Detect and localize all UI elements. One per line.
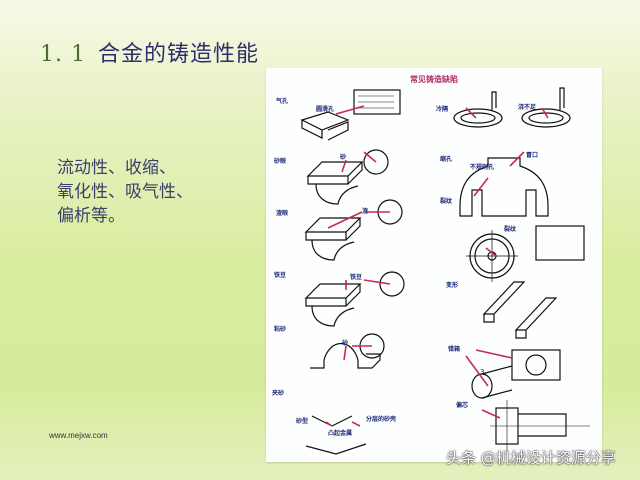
label-riser: 冒口 bbox=[526, 152, 539, 159]
label-misalignment: 错箱 bbox=[448, 346, 461, 353]
label-layered-sand-shell: 分层的砂壳 bbox=[366, 416, 397, 423]
figure-page-number: 3 bbox=[480, 368, 485, 376]
label-iron-bean: 铁豆 bbox=[274, 272, 287, 279]
label-shrinkage: 缩孔 bbox=[440, 156, 453, 163]
label-misrun: 浇不足 bbox=[518, 104, 537, 111]
bullet-line: 流动性、收缩、 bbox=[57, 158, 176, 178]
label-slag-hole: 渣眼 bbox=[276, 210, 289, 217]
watermark: 头条 @机械设计资源分享 bbox=[446, 449, 616, 467]
label-crack: 裂纹 bbox=[440, 198, 453, 205]
bullet-line: 偏析等。 bbox=[57, 206, 125, 226]
label-sand-mold: 砂型 bbox=[296, 418, 309, 425]
label-sand-hole: 砂眼 bbox=[274, 158, 287, 165]
label-sand-inclusion: 夹砂 bbox=[272, 390, 285, 397]
defect-drawings bbox=[300, 87, 590, 455]
label-protruding-metal: 凸起金属 bbox=[328, 430, 353, 437]
figure-title: 常见铸造缺陷 bbox=[410, 74, 458, 84]
title-number: 1. 1 bbox=[40, 42, 86, 67]
label-sand: 砂 bbox=[340, 154, 347, 161]
label-cold-shut: 冷隔 bbox=[436, 106, 449, 113]
label-iron-bean-detail: 铁豆 bbox=[350, 274, 363, 281]
label-slag: 渣 bbox=[362, 208, 369, 215]
slide-title: 1. 1 合金的铸造性能 bbox=[40, 36, 259, 68]
label-gas-hole: 气孔 bbox=[276, 98, 289, 105]
label-irregular-hole: 不规则孔 bbox=[470, 164, 495, 171]
bullet-list: 流动性、收缩、 氧化性、吸气性、 偏析等。 bbox=[57, 156, 193, 228]
footer-url: www.mejxw.com bbox=[49, 431, 108, 440]
bullet-line: 氧化性、吸气性、 bbox=[57, 182, 193, 202]
label-deformation: 变形 bbox=[446, 282, 459, 289]
label-sand-detail: 砂 bbox=[342, 340, 349, 347]
label-smooth-hole: 圆滑孔 bbox=[316, 106, 335, 113]
label-crack-detail: 裂纹 bbox=[504, 226, 517, 233]
title-text: 合金的铸造性能 bbox=[97, 42, 259, 67]
label-sand-sticking: 粘砂 bbox=[274, 326, 287, 333]
label-core-shift: 偏芯 bbox=[456, 402, 469, 409]
casting-defects-figure: 常见铸造缺陷 气孔 圆滑孔 冷隔 浇不足 砂眼 砂 渣眼 渣 缩孔 不规则孔 冒… bbox=[266, 68, 602, 462]
